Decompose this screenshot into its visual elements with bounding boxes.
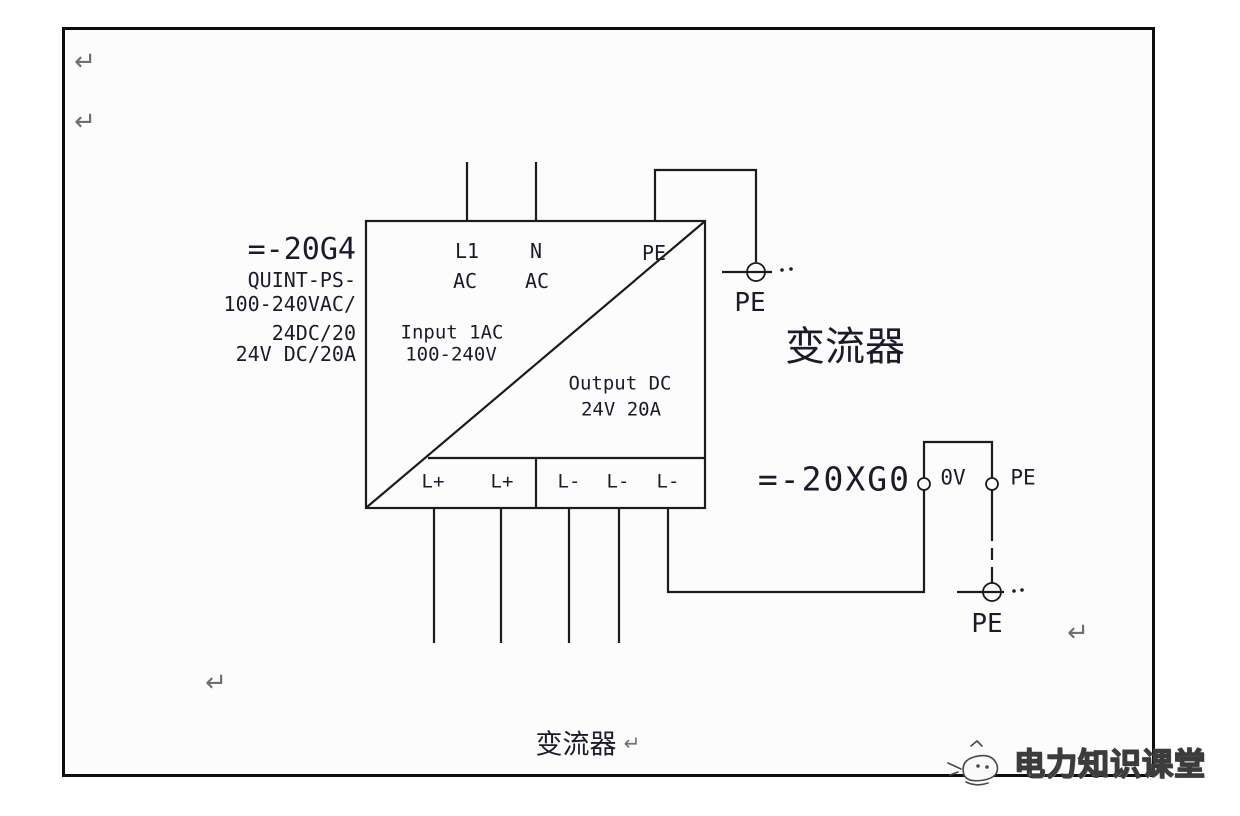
earth-bottom-label: PE [971, 609, 1003, 639]
terminal-label-lminus: L- [606, 470, 630, 493]
paragraph-return-icon: ↵ [74, 107, 96, 137]
ellipsis-dots [1012, 589, 1016, 593]
terminal-label-l1: L1 [454, 239, 480, 263]
terminal-0v-circle [917, 477, 931, 491]
terminal-label-pe: PE [641, 241, 667, 265]
paragraph-return-icon: ↵ [205, 668, 227, 698]
paragraph-return-icon: ↵ [1067, 618, 1089, 648]
bottom-caption: 变流器 [535, 729, 617, 760]
terminal-label-lminus: L- [656, 470, 680, 493]
paragraph-return-icon: ↵ [623, 731, 641, 755]
brand-watermark: 电力知识课堂 [940, 733, 1206, 789]
terminal-label-lplus: L+ [490, 470, 514, 493]
output-rating-line2: 24V 20A [580, 398, 662, 421]
terminal-label-lplus: L+ [421, 470, 445, 493]
earth-symbol-bottom [957, 582, 1024, 602]
brand-logo-icon [947, 739, 999, 786]
input-rating-line2: 100-240V [405, 343, 497, 366]
earth-top-label: PE [734, 288, 766, 318]
terminal-pe-label: PE [1010, 465, 1036, 490]
input-rating-line1: Input 1AC [400, 321, 504, 344]
ellipsis-dots [780, 268, 784, 272]
device-rating-line: 24V DC/20A [235, 342, 356, 366]
terminal-sub-l1: AC [452, 269, 478, 293]
terminal-0v-label: 0V [940, 465, 966, 490]
terminal-label-lminus: L- [557, 470, 581, 493]
device-tag: =-20G4 [247, 232, 356, 267]
brand-watermark-text: 电力知识课堂 [1013, 746, 1206, 782]
device-model-line: 100-240VAC/ [223, 292, 356, 316]
output-rating-line1: Output DC [568, 372, 672, 395]
device-model-line: 24DC/20 [271, 321, 356, 345]
wire-pe-top [653, 168, 758, 262]
device-model-line: QUINT-PS- [247, 268, 356, 292]
wire-0v-pe-bridge [922, 440, 994, 480]
bus-tag: =-20XG0 [757, 459, 911, 499]
terminal-pe-circle [985, 477, 999, 491]
wire-lminus-to-0v [666, 486, 926, 594]
psu-diagonal-line [366, 221, 705, 508]
terminal-label-n: N [529, 239, 543, 263]
earth-symbol-top [722, 262, 793, 282]
converter-label: 变流器 [785, 324, 905, 369]
drawing-frame [62, 27, 1155, 777]
terminal-sub-n: AC [524, 269, 550, 293]
paragraph-return-icon: ↵ [74, 47, 96, 77]
